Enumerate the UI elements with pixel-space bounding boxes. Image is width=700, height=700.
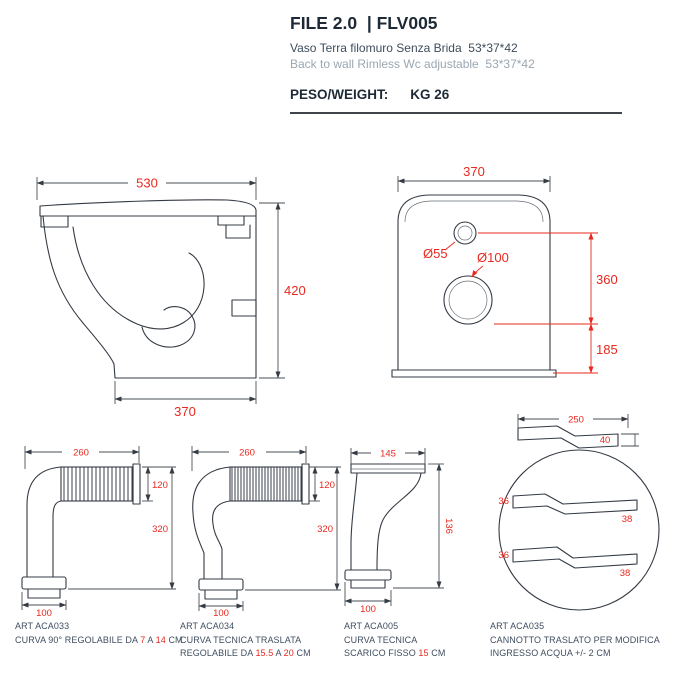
- waste-outlet-hole: [443, 275, 493, 325]
- caption-aca005: ART ACA005 CURVA TECNICA SCARICO FISSO 1…: [344, 620, 484, 661]
- elbow-pipe-outline: [21, 463, 141, 599]
- dim-label-d100: Ø100: [477, 250, 509, 265]
- dim-label-260-aca033: 260: [73, 448, 89, 459]
- dim-250-aca035: 250: [517, 414, 629, 428]
- dim-530: 530: [36, 176, 257, 200]
- detail-circle: [498, 449, 660, 611]
- toilet-back-outline: [391, 194, 557, 378]
- dim-100-aca005: 100: [344, 582, 392, 615]
- dim-40-aca035: 40: [600, 433, 639, 447]
- art-code: ART ACA034: [180, 621, 235, 631]
- dim-label-320-aca033: 320: [152, 524, 168, 535]
- caption-text: REGOLABILE DA 15.5 A 20 CM: [180, 648, 311, 658]
- caption-text: CURVA TECNICA: [344, 634, 418, 645]
- dim-420: 420: [259, 202, 306, 379]
- toilet-side-view-drawing: 530 420 370: [36, 176, 306, 419]
- dim-label-100-aca033: 100: [36, 608, 52, 617]
- offset-elbow-outline: [192, 463, 310, 600]
- weight-label: PESO/WEIGHT:: [290, 87, 389, 102]
- dim-label-260-aca034: 260: [239, 448, 255, 459]
- water-inlet-hole: [453, 221, 477, 245]
- caption-aca034: ART ACA034 CURVA TECNICA TRASLATA REGOLA…: [180, 620, 340, 661]
- caption-aca033: ART ACA033 CURVA 90° REGOLABILE DA 7 A 1…: [15, 620, 187, 647]
- weight-row: PESO/WEIGHT: KG 26: [290, 87, 622, 102]
- dim-label-100-aca034: 100: [213, 608, 229, 617]
- dim-label-420: 420: [284, 283, 306, 298]
- weight-value: KG 26: [410, 87, 450, 102]
- art-code: ART ACA033: [15, 621, 70, 631]
- dim-label-d55: Ø55: [423, 246, 448, 261]
- subtitle-italian: Vaso Terra filomuro Senza Brida 53*37*42: [290, 41, 518, 55]
- dim-label-360: 360: [596, 272, 618, 287]
- dim-145-aca005: 145: [350, 448, 426, 464]
- dim-370-side: 370: [114, 381, 257, 419]
- d100-leader-arrow: [471, 265, 484, 278]
- dim-label-36-upper: 36: [498, 496, 509, 507]
- dim-100-aca034: 100: [198, 593, 244, 617]
- dim-260-aca033: 260: [24, 446, 140, 469]
- caption-text: CURVA TECNICA TRASLATA: [180, 634, 302, 645]
- dim-136-aca005: 136: [393, 463, 454, 589]
- dim-360-185: 360 185: [478, 232, 618, 374]
- art-code: ART ACA005: [344, 621, 399, 631]
- dim-320-aca034: 320: [245, 466, 341, 591]
- caption-text: SCARICO FISSO 15 CM: [344, 648, 446, 658]
- corrugated-hose: [60, 466, 134, 502]
- toilet-back-view-drawing: 370 Ø55 Ø100 360 185: [391, 164, 618, 378]
- dim-label-185: 185: [596, 342, 618, 357]
- aca034-drawing: 260 120 320 100: [191, 446, 341, 617]
- caption-text: CANNOTTO TRASLATO PER MODIFICA: [490, 634, 660, 645]
- s-pipe-outline: [344, 463, 426, 589]
- d55-leader-line: [444, 241, 456, 251]
- dim-120-aca033: 120: [142, 466, 176, 502]
- upper-connector-band: 36 38: [498, 493, 638, 525]
- dim-label-145: 145: [380, 449, 396, 460]
- header-divider: [290, 112, 622, 114]
- dim-370-back: 370: [397, 164, 551, 192]
- dim-100-aca033: 100: [21, 592, 67, 617]
- dim-label-250: 250: [568, 415, 584, 426]
- dim-label-40: 40: [600, 435, 611, 446]
- aca035-drawing: 250 40 36 38 36 38: [498, 414, 660, 611]
- subtitle-english: Back to wall Rimless Wc adjustable 53*37…: [290, 57, 535, 71]
- dim-label-320-aca034: 320: [317, 524, 333, 535]
- dim-label-120-aca034: 120: [319, 480, 335, 491]
- corrugated-hose: [229, 466, 303, 502]
- caption-text: CURVA 90° REGOLABILE DA 7 A 14 CM: [15, 634, 183, 645]
- dim-label-530: 530: [136, 176, 158, 191]
- dim-label-38-upper: 38: [622, 514, 633, 525]
- dim-label-136: 136: [443, 518, 454, 534]
- toilet-side-outline: [39, 199, 257, 379]
- dim-260-aca034: 260: [191, 446, 307, 471]
- dim-label-370-back: 370: [463, 164, 485, 179]
- caption-text: INGRESSO ACQUA +/- 2 CM: [490, 648, 611, 658]
- dim-label-100-aca005: 100: [360, 604, 376, 615]
- aca005-drawing: 145 136 100: [344, 448, 454, 615]
- aca033-drawing: 260 120 320 100: [21, 446, 176, 617]
- art-code: ART ACA035: [490, 621, 545, 631]
- dim-320-aca033: 320: [68, 466, 176, 590]
- dim-label-38-lower: 38: [620, 568, 631, 579]
- dim-label-370-side: 370: [174, 404, 196, 419]
- page-title: FILE 2.0 | FLV005: [290, 13, 438, 33]
- dim-label-36-lower: 36: [498, 550, 509, 561]
- lower-connector-band: 36 38: [498, 546, 638, 579]
- offset-connector-piece: [517, 425, 619, 449]
- dim-label-120-aca033: 120: [152, 480, 168, 491]
- caption-aca035: ART ACA035 CANNOTTO TRASLATO PER MODIFIC…: [490, 620, 690, 661]
- header: FILE 2.0 | FLV005 Vaso Terra filomuro Se…: [290, 13, 622, 114]
